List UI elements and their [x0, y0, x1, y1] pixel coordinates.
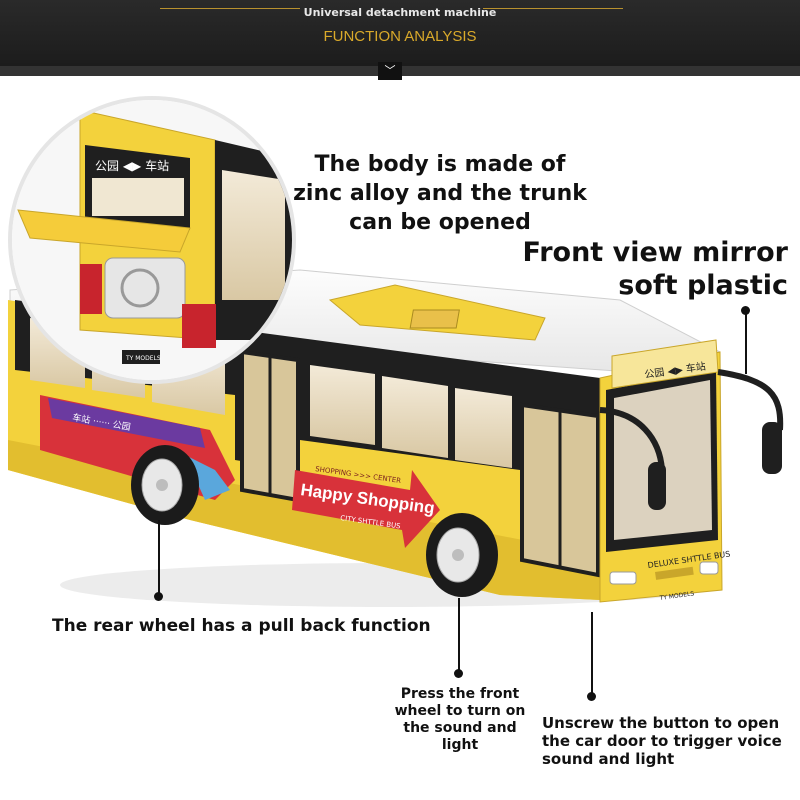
- engine-bay: [104, 257, 186, 319]
- leader-door-button: [591, 612, 593, 694]
- leader-mirror: [745, 312, 747, 374]
- leader-dot-rear-wheel: [154, 592, 163, 601]
- headlight-left: [609, 571, 637, 585]
- front-wheel: [426, 513, 498, 597]
- tail-light-left: [80, 264, 102, 314]
- header-banner: Universal detachment machine FUNCTION AN…: [0, 0, 800, 80]
- callout-body-material: The body is made of zinc alloy and the t…: [293, 152, 587, 235]
- trunk-detail-zoom: 公园 ◀▶ 车站 TY MODELS: [8, 96, 296, 384]
- header-divider-left: [160, 8, 300, 9]
- callout-rear-wheel: The rear wheel has a pull back function: [52, 616, 431, 636]
- side-mirror-arm: [717, 369, 784, 431]
- side-mirror: [762, 422, 782, 474]
- header-title: FUNCTION ANALYSIS: [323, 28, 477, 45]
- leader-dot-front-wheel: [454, 669, 463, 678]
- callout-front-wheel: Press the front wheel to turn on the sou…: [394, 686, 526, 753]
- leader-dot-mirror: [741, 306, 750, 315]
- header-subtitle: Universal detachment machine: [303, 6, 497, 19]
- header-divider-right: [483, 8, 623, 9]
- open-trunk-lid: [17, 209, 191, 253]
- leader-dot-door-button: [587, 692, 596, 701]
- zoom-sign-text: 公园 ◀▶ 车站: [95, 158, 169, 173]
- bus-illustration: 车站 ······ 公园 Happy Shopping SHOPPING >>>…: [8, 96, 784, 607]
- headlight-right: [699, 561, 719, 575]
- leader-front-wheel: [458, 598, 460, 672]
- front-model-badge: TY MODELS: [658, 590, 695, 602]
- callout-door-button: Unscrew the button to open the car door …: [542, 714, 782, 768]
- rear-wheel: [131, 445, 199, 525]
- zoom-model-badge: TY MODELS: [125, 355, 161, 362]
- callout-mirror: Front view mirror soft plastic: [522, 237, 788, 301]
- leader-rear-wheel: [158, 520, 160, 596]
- chevron-down-icon[interactable]: ﹀: [378, 62, 402, 80]
- tail-light-right: [182, 304, 216, 348]
- shopping-ad-arrow: [292, 470, 440, 548]
